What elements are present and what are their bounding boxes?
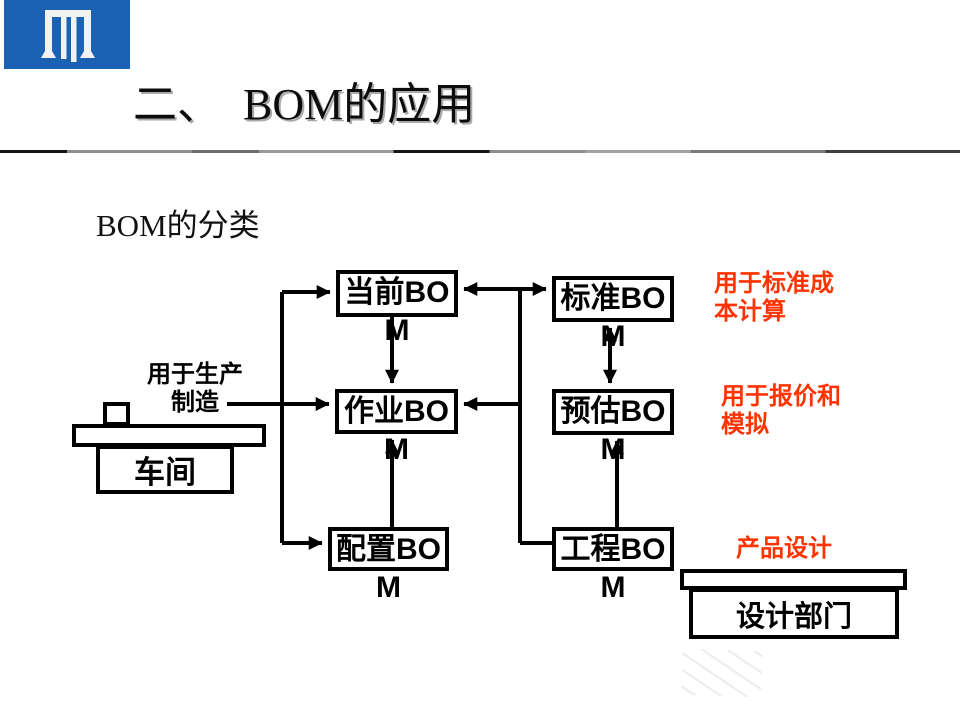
box-engineering-bom-line1: 工程BO: [560, 533, 666, 566]
company-logo: [4, 0, 130, 69]
workshop-label: 车间: [134, 455, 196, 490]
workshop-box: 车间: [96, 445, 234, 494]
box-standard-bom: 标准BO M: [552, 276, 674, 353]
box-engineering-bom: 工程BO M: [552, 527, 674, 604]
box-config-bom-line1: 配置BO: [336, 533, 441, 566]
box-engineering-bom-line2: M: [600, 571, 626, 604]
note-production-line1: 用于生产: [147, 361, 243, 388]
workshop-cap-shape: [103, 402, 130, 426]
note-standard-cost: 用于标准成 本计算: [714, 270, 834, 326]
box-standard-bom-line2: M: [600, 320, 626, 353]
box-config-bom: 配置BO M: [328, 527, 449, 604]
note-production: 用于生产 制造: [128, 361, 262, 417]
note-product-design: 产品设计: [736, 535, 832, 563]
page-title: 二、 BOM的应用: [133, 80, 476, 129]
note-quotation-line1: 用于报价和: [721, 383, 841, 410]
section-heading: BOM的分类: [96, 208, 260, 243]
pillar-arch-icon: [41, 10, 95, 62]
box-current-bom-line2: M: [384, 314, 410, 347]
box-config-bom-line2: M: [376, 571, 401, 604]
box-current-bom: 当前BO M: [336, 270, 458, 347]
box-work-bom-line2: M: [384, 433, 409, 466]
design-dept-bar-shape: [680, 569, 907, 590]
note-product-design-text: 产品设计: [736, 535, 832, 562]
box-estimate-bom-line1: 预估BO: [560, 395, 666, 428]
title-divider-line: [0, 150, 960, 153]
box-current-bom-line1: 当前BO: [344, 276, 450, 309]
note-standard-cost-line2: 本计算: [714, 298, 786, 325]
box-estimate-bom: 预估BO M: [552, 389, 674, 466]
box-work-bom: 作业BO M: [335, 389, 458, 466]
design-dept-label: 设计部门: [735, 600, 852, 633]
box-standard-bom-line1: 标准BO: [560, 282, 666, 315]
note-standard-cost-line1: 用于标准成: [714, 270, 834, 297]
box-estimate-bom-line2: M: [600, 433, 626, 466]
workshop-bar-shape: [72, 424, 266, 447]
note-quotation: 用于报价和 模拟: [721, 383, 841, 439]
note-production-line2: 制造: [171, 389, 219, 416]
note-quotation-line2: 模拟: [721, 411, 769, 438]
box-work-bom-line1: 作业BO: [344, 395, 449, 428]
design-dept-box: 设计部门: [689, 588, 899, 639]
